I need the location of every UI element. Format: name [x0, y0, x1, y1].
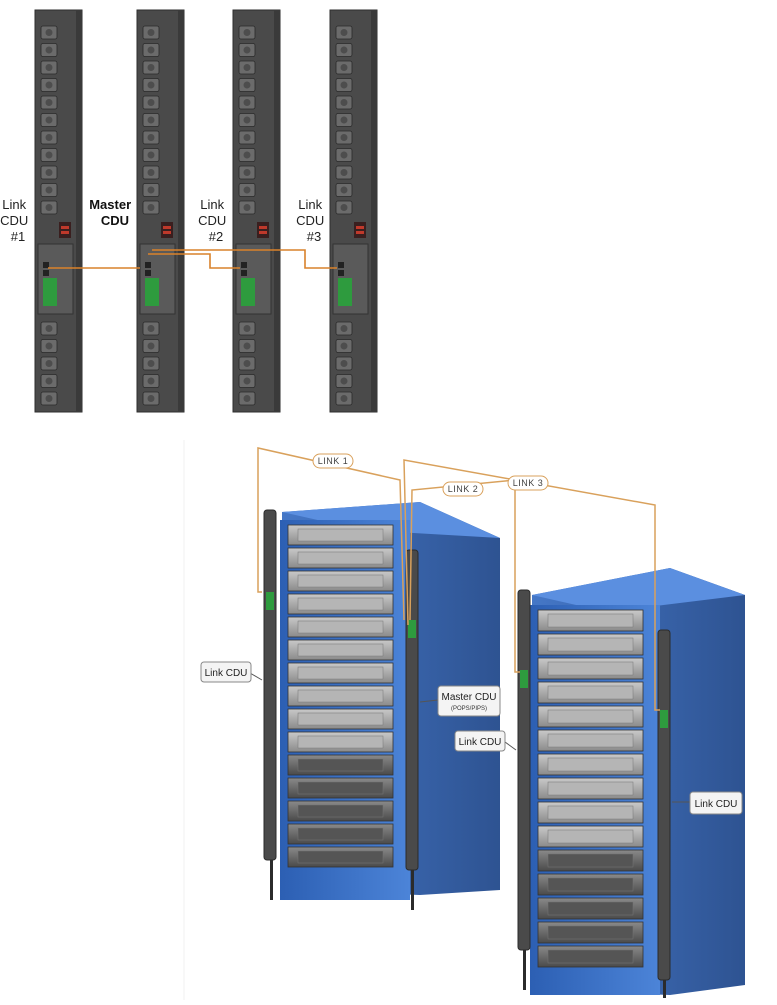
cdu-rack2-left-cord	[523, 950, 526, 990]
server-unit	[537, 945, 644, 968]
rack-2-top	[532, 568, 745, 612]
link-1-badge	[312, 453, 354, 469]
cdu-rack1-left	[263, 509, 277, 861]
pdu-strips-diagram: Link CDU #1 Master CDU Link CDU #2 Link …	[0, 0, 777, 420]
link-2-badge	[442, 481, 484, 497]
server-unit	[537, 825, 644, 848]
cdu-rack2-right-cord	[663, 980, 666, 998]
pdu-strip	[232, 9, 281, 413]
server-unit	[537, 705, 644, 728]
server-unit	[537, 609, 644, 632]
cdu-display	[520, 670, 528, 688]
callout-link-cdu-left-text: Link CDU	[205, 668, 248, 679]
server-unit	[287, 846, 394, 868]
server-unit	[287, 570, 394, 592]
link-3-badge	[507, 475, 549, 491]
pdu-strip	[329, 9, 378, 413]
callout-link-cdu-mid-text: Link CDU	[459, 737, 502, 748]
pdu-group	[34, 9, 378, 413]
cdu-display	[660, 710, 668, 728]
server-unit	[287, 616, 394, 638]
callout-leader	[249, 672, 263, 681]
cdu-rack2-right	[657, 629, 671, 981]
link-3-label: LINK 3	[513, 478, 544, 488]
callout-leader	[419, 699, 439, 703]
callout-master-cdu	[437, 685, 501, 717]
server-unit	[287, 708, 394, 730]
pdu-strip	[34, 9, 83, 413]
pdu-link-cables	[48, 249, 337, 269]
server-unit	[537, 633, 644, 656]
link-labels: LINK 1 LINK 2 LINK 3	[312, 453, 549, 497]
callout-link-cdu-left	[200, 661, 252, 683]
rack-1	[280, 502, 500, 900]
rack-2	[530, 568, 745, 995]
server-unit	[287, 662, 394, 684]
callout-link-cdu-mid	[454, 730, 506, 752]
link-1-label: LINK 1	[318, 456, 349, 466]
server-unit	[287, 823, 394, 845]
rack-2-servers	[537, 609, 644, 968]
cable-link-2	[148, 253, 240, 269]
server-unit	[537, 897, 644, 920]
label-master-cdu: Master CDU	[89, 197, 135, 228]
cdu-display	[266, 592, 274, 610]
rack-1-servers	[287, 524, 394, 868]
server-unit	[537, 753, 644, 776]
cdu-display	[408, 620, 416, 638]
server-unit	[287, 754, 394, 776]
server-unit	[537, 921, 644, 944]
callout-link-cdu-right	[689, 791, 743, 815]
server-unit	[537, 801, 644, 824]
callouts: Link CDU Master CDU (POPS/PIPS) Link CDU…	[200, 661, 743, 815]
server-unit	[287, 777, 394, 799]
server-unit	[537, 777, 644, 800]
server-unit	[287, 800, 394, 822]
rack-cdus	[263, 509, 671, 998]
callout-leader	[504, 741, 517, 751]
server-unit	[287, 524, 394, 546]
callout-master-cdu-sub: (POPS/PIPS)	[451, 706, 487, 712]
cable-link-3	[152, 249, 337, 269]
link-2-label: LINK 2	[448, 484, 479, 494]
rack-diagram-svg: LINK 1 LINK 2 LINK 3 Link CDU Master CDU…	[183, 440, 745, 1000]
rack-diagram: LINK 1 LINK 2 LINK 3 Link CDU Master CDU…	[0, 420, 777, 1000]
cdu-rack2-left	[517, 589, 531, 951]
label-link-cdu-3: Link CDU #3	[296, 197, 328, 244]
server-unit	[287, 731, 394, 753]
callout-master-cdu-text: Master CDU	[441, 692, 496, 703]
server-unit	[287, 547, 394, 569]
cdu-rack1-right-cord	[411, 870, 414, 910]
server-unit	[537, 849, 644, 872]
server-unit	[537, 873, 644, 896]
server-unit	[287, 593, 394, 615]
cdu-rack1-left-cord	[270, 860, 273, 900]
server-unit	[537, 681, 644, 704]
cable-link-1	[257, 447, 405, 621]
server-unit	[287, 685, 394, 707]
server-unit	[287, 639, 394, 661]
pdu-strips-svg: Link CDU #1 Master CDU Link CDU #2 Link …	[0, 9, 378, 413]
cable-link-3	[403, 459, 660, 711]
label-link-cdu-1: Link CDU #1	[0, 197, 32, 244]
pdu-strip	[136, 9, 185, 413]
label-link-cdu-2: Link CDU #2	[198, 197, 230, 244]
server-unit	[537, 729, 644, 752]
server-unit	[537, 657, 644, 680]
callout-link-cdu-right-text: Link CDU	[695, 799, 738, 810]
